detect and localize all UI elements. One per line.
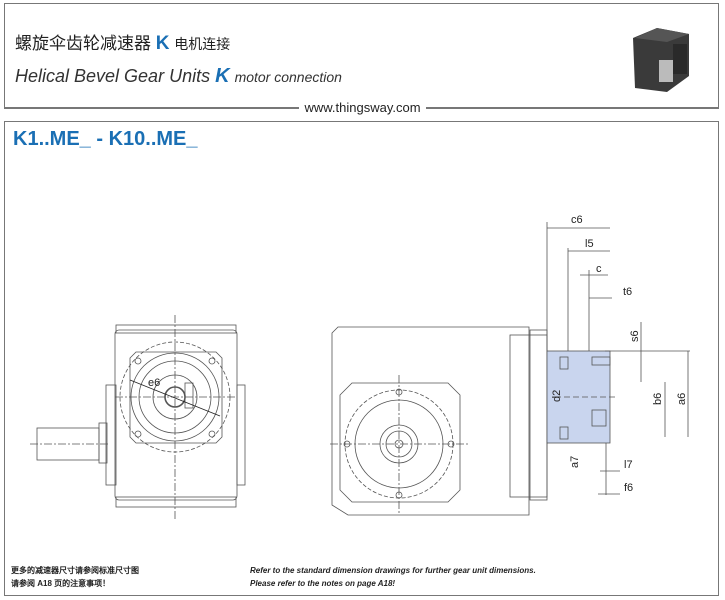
dim-t6: t6 xyxy=(623,286,632,298)
title-cn-suffix: 电机连接 xyxy=(174,36,231,52)
title-cn-text: 螺旋伞齿轮减速器 xyxy=(15,34,151,53)
title-chinese: 螺旋伞齿轮减速器 K 电机连接 xyxy=(15,29,230,55)
product-photo xyxy=(633,28,689,92)
note-chinese: 更多的减速器尺寸请参阅标准尺寸图 请参阅 A18 页的注意事项！ xyxy=(11,564,139,590)
note-en-2: Please refer to the notes on page A18! xyxy=(250,579,396,588)
header-panel: 螺旋伞齿轮减速器 K 电机连接 Helical Bevel Gear Units… xyxy=(4,3,719,109)
front-view xyxy=(30,315,246,520)
dim-a6: a6 xyxy=(676,393,688,405)
note-cn-2: 请参阅 A18 页的注意事项！ xyxy=(11,579,111,588)
dim-e6: e6 xyxy=(148,377,160,389)
title-en-suffix: motor connection xyxy=(234,69,342,85)
section-title: K1..ME_ - K10..ME_ xyxy=(13,128,198,150)
dim-l7: l7 xyxy=(624,459,633,471)
dim-f6: f6 xyxy=(624,482,633,494)
note-en-1: Refer to the standard dimension drawings… xyxy=(250,566,536,575)
title-cn-k: K xyxy=(155,33,170,54)
dim-b6: b6 xyxy=(652,393,664,405)
title-english: Helical Bevel Gear Units K motor connect… xyxy=(15,65,342,88)
dim-d2: d2 xyxy=(551,390,563,402)
title-en-text: Helical Bevel Gear Units xyxy=(15,66,211,86)
dim-c: c xyxy=(596,263,602,275)
dim-l5: l5 xyxy=(585,238,594,250)
note-english: Refer to the standard dimension drawings… xyxy=(250,564,536,590)
note-cn-1: 更多的减速器尺寸请参阅标准尺寸图 xyxy=(11,566,139,575)
dim-c6: c6 xyxy=(571,214,583,226)
website-text: www.thingsway.com xyxy=(299,100,426,115)
website: www.thingsway.com xyxy=(0,100,725,115)
dim-a7: a7 xyxy=(569,456,581,468)
dim-s6: s6 xyxy=(629,330,641,342)
side-view xyxy=(330,222,690,516)
title-en-k: K xyxy=(215,65,230,87)
